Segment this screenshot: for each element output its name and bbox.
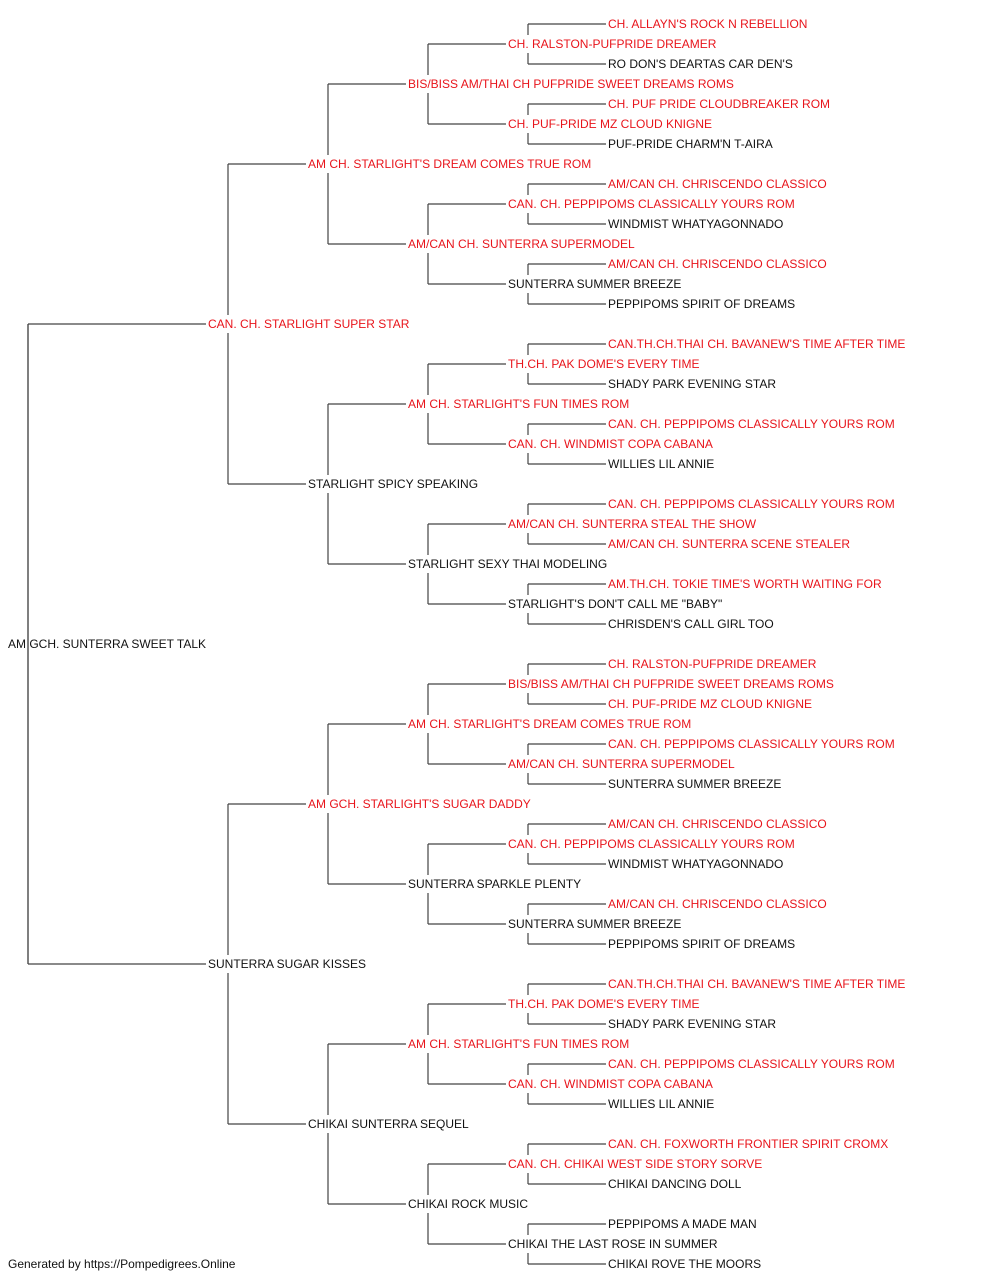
- ancestor-name: CH. RALSTON-PUFPRIDE DREAMER: [608, 657, 817, 671]
- ancestor-name: CAN. CH. WINDMIST COPA CABANA: [508, 1077, 713, 1091]
- ancestor-name: AM/CAN CH. CHRISCENDO CLASSICO: [608, 817, 827, 831]
- ancestor-name: CHIKAI ROCK MUSIC: [408, 1197, 529, 1211]
- ancestor-name: CAN. CH. PEPPIPOMS CLASSICALLY YOURS ROM: [608, 497, 895, 511]
- ancestor-name: SUNTERRA SUMMER BREEZE: [608, 777, 782, 791]
- ancestor-name: CAN. CH. CHIKAI WEST SIDE STORY SORVE: [508, 1157, 763, 1171]
- ancestor-name: BIS/BISS AM/THAI CH PUFPRIDE SWEET DREAM…: [408, 77, 734, 91]
- ancestor-name: PEPPIPOMS A MADE MAN: [608, 1217, 757, 1231]
- ancestor-name: CHRISDEN'S CALL GIRL TOO: [608, 617, 774, 631]
- ancestor-name: AM GCH. STARLIGHT'S SUGAR DADDY: [308, 797, 531, 811]
- ancestor-name: CAN.TH.CH.THAI CH. BAVANEW'S TIME AFTER …: [608, 337, 906, 351]
- ancestor-name: AM.TH.CH. TOKIE TIME'S WORTH WAITING FOR: [608, 577, 882, 591]
- ancestor-name: CH. RALSTON-PUFPRIDE DREAMER: [508, 37, 717, 51]
- ancestor-name: CH. PUF PRIDE CLOUDBREAKER ROM: [608, 97, 831, 111]
- ancestor-name: WINDMIST WHATYAGONNADO: [608, 217, 784, 231]
- ancestor-name: TH.CH. PAK DOME'S EVERY TIME: [508, 997, 700, 1011]
- ancestor-name: BIS/BISS AM/THAI CH PUFPRIDE SWEET DREAM…: [508, 677, 834, 691]
- ancestor-name: CHIKAI SUNTERRA SEQUEL: [308, 1117, 469, 1131]
- ancestor-name: STARLIGHT SPICY SPEAKING: [308, 477, 479, 491]
- ancestor-name: AM CH. STARLIGHT'S DREAM COMES TRUE ROM: [308, 157, 592, 171]
- ancestor-name: CAN. CH. PEPPIPOMS CLASSICALLY YOURS ROM: [608, 417, 895, 431]
- ancestor-name: WILLIES LIL ANNIE: [608, 1097, 715, 1111]
- ancestor-name: CAN. CH. PEPPIPOMS CLASSICALLY YOURS ROM: [608, 737, 895, 751]
- ancestor-name: CAN. CH. PEPPIPOMS CLASSICALLY YOURS ROM: [508, 197, 795, 211]
- ancestor-name: CAN. CH. FOXWORTH FRONTIER SPIRIT CROMX: [608, 1137, 889, 1151]
- ancestor-name: TH.CH. PAK DOME'S EVERY TIME: [508, 357, 700, 371]
- ancestor-name: AM CH. STARLIGHT'S DREAM COMES TRUE ROM: [408, 717, 692, 731]
- ancestor-name: AM/CAN CH. CHRISCENDO CLASSICO: [608, 897, 827, 911]
- ancestor-name: CAN. CH. STARLIGHT SUPER STAR: [208, 317, 410, 331]
- ancestor-name: CAN. CH. PEPPIPOMS CLASSICALLY YOURS ROM: [508, 837, 795, 851]
- generated-by-footer: Generated by https://Pompedigrees.Online: [8, 1257, 236, 1271]
- ancestor-name: WILLIES LIL ANNIE: [608, 457, 715, 471]
- ancestor-name: STARLIGHT SEXY THAI MODELING: [408, 557, 608, 571]
- ancestor-name: CH. ALLAYN'S ROCK N REBELLION: [608, 17, 808, 31]
- ancestor-name: WINDMIST WHATYAGONNADO: [608, 857, 784, 871]
- ancestor-name: AM CH. STARLIGHT'S FUN TIMES ROM: [408, 397, 630, 411]
- ancestor-name: SUNTERRA SUMMER BREEZE: [508, 277, 682, 291]
- ancestor-name: SUNTERRA SUGAR KISSES: [208, 957, 367, 971]
- ancestor-name: RO DON'S DEARTAS CAR DEN'S: [608, 57, 793, 71]
- ancestor-name: CHIKAI THE LAST ROSE IN SUMMER: [508, 1237, 718, 1251]
- ancestor-name: CAN. CH. WINDMIST COPA CABANA: [508, 437, 713, 451]
- ancestor-name: AM/CAN CH. CHRISCENDO CLASSICO: [608, 257, 827, 271]
- ancestor-name: STARLIGHT'S DON'T CALL ME "BABY": [508, 597, 723, 611]
- ancestor-name: CHIKAI DANCING DOLL: [608, 1177, 742, 1191]
- ancestor-name: SHADY PARK EVENING STAR: [608, 377, 777, 391]
- ancestor-name: CHIKAI ROVE THE MOORS: [608, 1257, 762, 1271]
- ancestor-name: CH. PUF-PRIDE MZ CLOUD KNIGNE: [608, 697, 813, 711]
- ancestor-name: SUNTERRA SUMMER BREEZE: [508, 917, 682, 931]
- ancestor-name: AM/CAN CH. SUNTERRA SUPERMODEL: [408, 237, 635, 251]
- subject-dog-name: AM GCH. SUNTERRA SWEET TALK: [8, 637, 207, 651]
- ancestor-name: CH. PUF-PRIDE MZ CLOUD KNIGNE: [508, 117, 713, 131]
- ancestor-name: CAN.TH.CH.THAI CH. BAVANEW'S TIME AFTER …: [608, 977, 906, 991]
- ancestor-name: SUNTERRA SPARKLE PLENTY: [408, 877, 582, 891]
- ancestor-name: SHADY PARK EVENING STAR: [608, 1017, 777, 1031]
- ancestor-name: AM/CAN CH. SUNTERRA SUPERMODEL: [508, 757, 735, 771]
- ancestor-name: PEPPIPOMS SPIRIT OF DREAMS: [608, 937, 796, 951]
- ancestor-name: AM/CAN CH. CHRISCENDO CLASSICO: [608, 177, 827, 191]
- ancestor-name: AM CH. STARLIGHT'S FUN TIMES ROM: [408, 1037, 630, 1051]
- ancestor-name: PEPPIPOMS SPIRIT OF DREAMS: [608, 297, 796, 311]
- ancestor-name: AM/CAN CH. SUNTERRA STEAL THE SHOW: [508, 517, 757, 531]
- ancestor-name: PUF-PRIDE CHARM'N T-AIRA: [608, 137, 773, 151]
- ancestor-name: CAN. CH. PEPPIPOMS CLASSICALLY YOURS ROM: [608, 1057, 895, 1071]
- ancestor-name: AM/CAN CH. SUNTERRA SCENE STEALER: [608, 537, 851, 551]
